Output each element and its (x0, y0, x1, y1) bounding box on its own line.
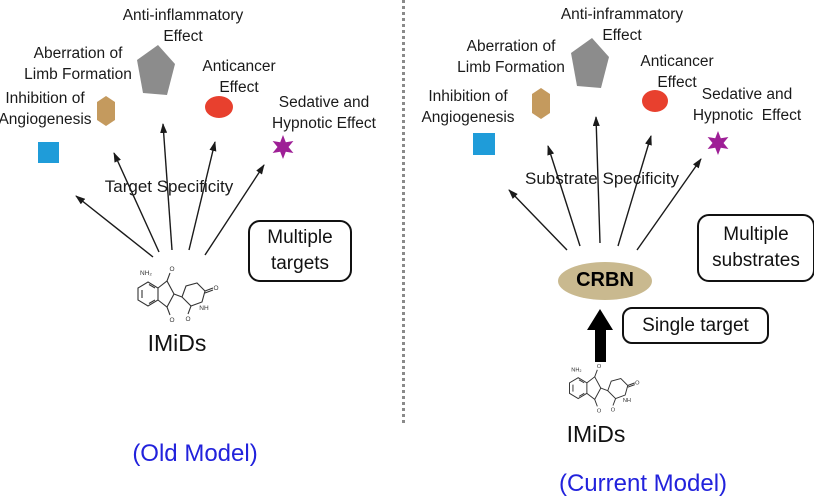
multiple-targets-box: Multiple targets (248, 220, 352, 282)
right-imids-label: IMiDs (566, 421, 626, 447)
right-hexagon-limb-formation (532, 88, 550, 119)
right-arrow-to-circle (617, 135, 652, 247)
right-circle-anticancer (642, 90, 668, 112)
single-target-block-arrow (587, 309, 613, 362)
left-label-aberration-line2: Limb Formation (24, 66, 132, 83)
left-label-sedative-line1: Sedative and (278, 94, 370, 111)
right-label-anti-inflammatory-line1: Anti-inframmatory (560, 6, 684, 23)
multiple-targets-box-line2: targets (270, 253, 330, 274)
right-label-sedative: Sedative and Hypnotic Effect (693, 84, 801, 126)
crbn-ellipse (558, 262, 652, 300)
left-arrow-fan (75, 123, 265, 258)
left-label-anticancer: Anticancer Effect (202, 56, 275, 98)
right-arrow-to-pentagon (592, 116, 601, 244)
left-square-angiogenesis (38, 142, 59, 163)
multiple-substrates-box-line1: Multiple (723, 224, 789, 245)
left-specificity-label: Target Specificity (104, 177, 234, 196)
left-star-sedative (272, 135, 294, 159)
single-target-box: Single target (622, 307, 769, 344)
right-label-anticancer: Anticancer Effect (640, 51, 713, 93)
left-label-anticancer-line2: Effect (219, 79, 259, 96)
left-imids-chemical-structure (137, 265, 220, 325)
right-label-sedative-line2: Hypnotic Effect (692, 107, 802, 124)
old-model-label: (Old Model) (132, 440, 258, 467)
left-imids-label: IMiDs (147, 330, 207, 356)
left-label-aberration: Aberration of Limb Formation (24, 43, 132, 85)
left-label-anti-inflammatory: Anti-inflammatory Effect (123, 5, 244, 47)
left-label-aberration-line1: Aberration of (33, 45, 123, 62)
right-arrow-fan (508, 116, 702, 251)
left-arrow-to-square (75, 195, 154, 258)
left-label-sedative-line2: Hypnotic Effect (272, 115, 376, 132)
right-label-anticancer-line1: Anticancer (640, 53, 714, 70)
left-arrow-to-pentagon (160, 123, 173, 251)
left-label-anti-inflammatory-line2: Effect (163, 28, 203, 45)
left-label-inhibition-line2: Angiogenesis (0, 111, 92, 128)
left-label-anti-inflammatory-line1: Anti-inflammatory (122, 7, 244, 24)
left-label-sedative: Sedative and Hypnotic Effect (272, 92, 376, 134)
left-arrow-to-circle (188, 141, 217, 251)
multiple-targets-box-line1: Multiple (267, 227, 333, 248)
left-arrow-to-hexagon (113, 152, 160, 253)
multiple-substrates-box-line2: substrates (712, 250, 800, 271)
right-label-aberration-line2: Limb Formation (457, 59, 565, 76)
right-label-anticancer-line2: Effect (657, 74, 697, 91)
single-target-box-label: Single target (642, 314, 749, 336)
right-label-aberration-line1: Aberration of (466, 38, 556, 55)
left-label-inhibition-line1: Inhibition of (5, 90, 85, 107)
right-label-inhibition: Inhibition of Angiogenesis (421, 86, 514, 128)
right-label-anti-inflammatory: Anti-inframmatory Effect (561, 4, 683, 46)
left-pentagon-anti-inflammatory (137, 45, 175, 95)
right-label-anti-inflammatory-line2: Effect (602, 27, 642, 44)
left-circle-anticancer (205, 96, 233, 118)
current-model-label: (Current Model) (558, 470, 728, 497)
right-star-sedative (707, 131, 729, 155)
panel-divider-dashed-line (402, 0, 405, 424)
left-hexagon-limb-formation (97, 96, 115, 126)
right-arrow-to-hexagon (547, 145, 581, 247)
right-pentagon-anti-inflammatory (571, 38, 609, 88)
multiple-substrates-box: Multiple substrates (697, 214, 814, 282)
right-imids-chemical-structure (569, 363, 641, 415)
left-label-inhibition: Inhibition of Angiogenesis (0, 88, 92, 130)
crbn-label: CRBN (576, 269, 634, 291)
right-square-angiogenesis (473, 133, 495, 155)
right-arrow-to-star (636, 158, 702, 251)
right-label-inhibition-line1: Inhibition of (428, 88, 508, 105)
right-specificity-label: Substrate Specificity (524, 169, 680, 188)
right-label-aberration: Aberration of Limb Formation (457, 36, 565, 78)
right-label-inhibition-line2: Angiogenesis (421, 109, 515, 126)
left-arrow-to-star (204, 164, 265, 256)
right-label-sedative-line1: Sedative and (701, 86, 793, 103)
left-label-anticancer-line1: Anticancer (202, 58, 276, 75)
right-arrow-to-square (508, 189, 568, 251)
